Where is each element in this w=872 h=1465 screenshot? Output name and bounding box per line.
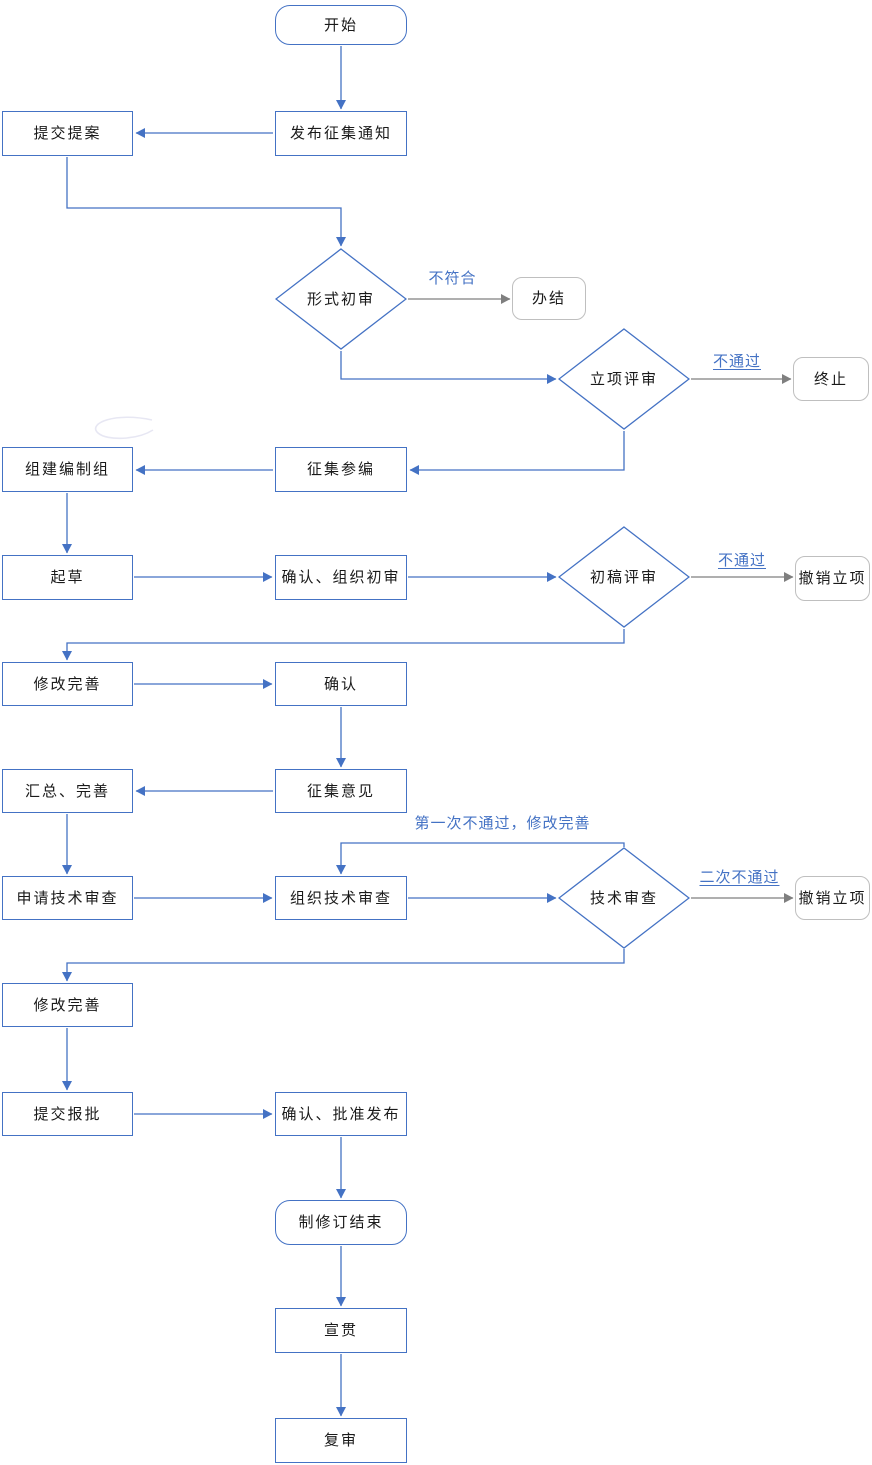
node-close-case: 办结 <box>512 277 586 320</box>
node-submit-approval: 提交报批 <box>2 1092 133 1136</box>
node-draft-review-label: 初稿评审 <box>589 567 658 586</box>
node-recruit-participants: 征集参编 <box>275 447 407 492</box>
node-close-case-label: 办结 <box>531 289 566 307</box>
edge-label-not-pass-1: 不通过 <box>712 352 761 370</box>
diamond-shape <box>558 847 690 949</box>
node-review-label: 复审 <box>323 1431 358 1449</box>
node-formal-review-label: 形式初审 <box>306 289 375 308</box>
edge-label-not-pass-2: 不通过 <box>717 551 766 569</box>
node-revise-improve-2-label: 修改完善 <box>33 995 102 1014</box>
node-review: 复审 <box>275 1418 407 1463</box>
node-apply-technical-review: 申请技术审查 <box>2 876 133 920</box>
node-project-approval-review: 立项评审 <box>558 328 690 430</box>
node-terminate-label: 终止 <box>813 369 848 388</box>
node-submit-approval-label: 提交报批 <box>33 1104 102 1123</box>
edge-label-first-fail: 第一次不通过，修改完善 <box>414 814 591 832</box>
node-technical-review-label: 技术审查 <box>589 888 658 907</box>
diamond-shape <box>558 328 690 430</box>
node-recruit-participants-label: 征集参编 <box>306 460 375 478</box>
node-confirm: 确认 <box>275 662 407 706</box>
node-revise-improve-1: 修改完善 <box>2 662 133 706</box>
edge-label-second-fail: 二次不通过 <box>699 868 780 886</box>
node-draft-review: 初稿评审 <box>558 526 690 628</box>
node-revision-end: 制修订结束 <box>275 1200 407 1245</box>
node-revoke-project-2-label: 撤销立项 <box>798 888 867 907</box>
node-organize-technical-review: 组织技术审查 <box>275 876 407 920</box>
edge-label-not-conform: 不符合 <box>428 269 477 287</box>
diamond-shape <box>558 526 690 628</box>
node-revoke-project-1: 撤销立项 <box>795 556 870 601</box>
node-promotion: 宣贯 <box>275 1308 407 1353</box>
node-drafting: 起草 <box>2 555 133 600</box>
node-organize-technical-review-label: 组织技术审查 <box>289 888 392 907</box>
node-solicit-opinions: 征集意见 <box>275 769 407 813</box>
node-revoke-project-2: 撤销立项 <box>795 876 870 920</box>
node-confirm-approve-publish: 确认、批准发布 <box>275 1092 407 1136</box>
node-form-drafting-team: 组建编制组 <box>2 447 133 492</box>
node-terminate: 终止 <box>793 357 869 401</box>
node-start-label: 开始 <box>323 15 358 34</box>
node-revise-improve-2: 修改完善 <box>2 983 133 1027</box>
node-confirm-label: 确认 <box>323 674 358 693</box>
node-formal-review: 形式初审 <box>275 248 407 350</box>
node-revision-end-label: 制修订结束 <box>298 1213 384 1231</box>
node-confirm-org-initial-review-label: 确认、组织初审 <box>281 568 401 586</box>
node-promotion-label: 宣贯 <box>323 1321 358 1339</box>
node-confirm-approve-publish-label: 确认、批准发布 <box>281 1104 401 1123</box>
node-submit-proposal: 提交提案 <box>2 111 133 156</box>
node-project-approval-review-label: 立项评审 <box>589 369 658 388</box>
node-revoke-project-1-label: 撤销立项 <box>798 569 867 587</box>
node-confirm-org-initial-review: 确认、组织初审 <box>275 555 407 600</box>
edge-project-review-to-recruit <box>409 431 625 475</box>
edge-tech-review-feedback-to-organize-tech <box>336 842 625 875</box>
node-technical-review: 技术审查 <box>558 847 690 949</box>
edge-formal-review-to-project-review <box>340 351 557 384</box>
diamond-shape <box>275 248 407 350</box>
node-submit-proposal-label: 提交提案 <box>33 124 102 142</box>
node-summarize-improve-label: 汇总、完善 <box>24 781 110 800</box>
edge-tech-review-to-revise2 <box>62 949 625 982</box>
node-form-drafting-team-label: 组建编制组 <box>24 460 110 478</box>
node-revise-improve-1-label: 修改完善 <box>33 674 102 693</box>
edge-draft-review-to-revise1 <box>62 629 625 661</box>
stray-stroke <box>95 416 154 440</box>
node-summarize-improve: 汇总、完善 <box>2 769 133 813</box>
node-publish-notice: 发布征集通知 <box>275 111 407 156</box>
node-start: 开始 <box>275 5 407 45</box>
node-apply-technical-review-label: 申请技术审查 <box>16 888 119 907</box>
node-solicit-opinions-label: 征集意见 <box>306 781 375 800</box>
edge-submit-proposal-to-formal-review <box>66 157 346 247</box>
node-publish-notice-label: 发布征集通知 <box>289 124 392 142</box>
node-drafting-label: 起草 <box>50 568 85 586</box>
